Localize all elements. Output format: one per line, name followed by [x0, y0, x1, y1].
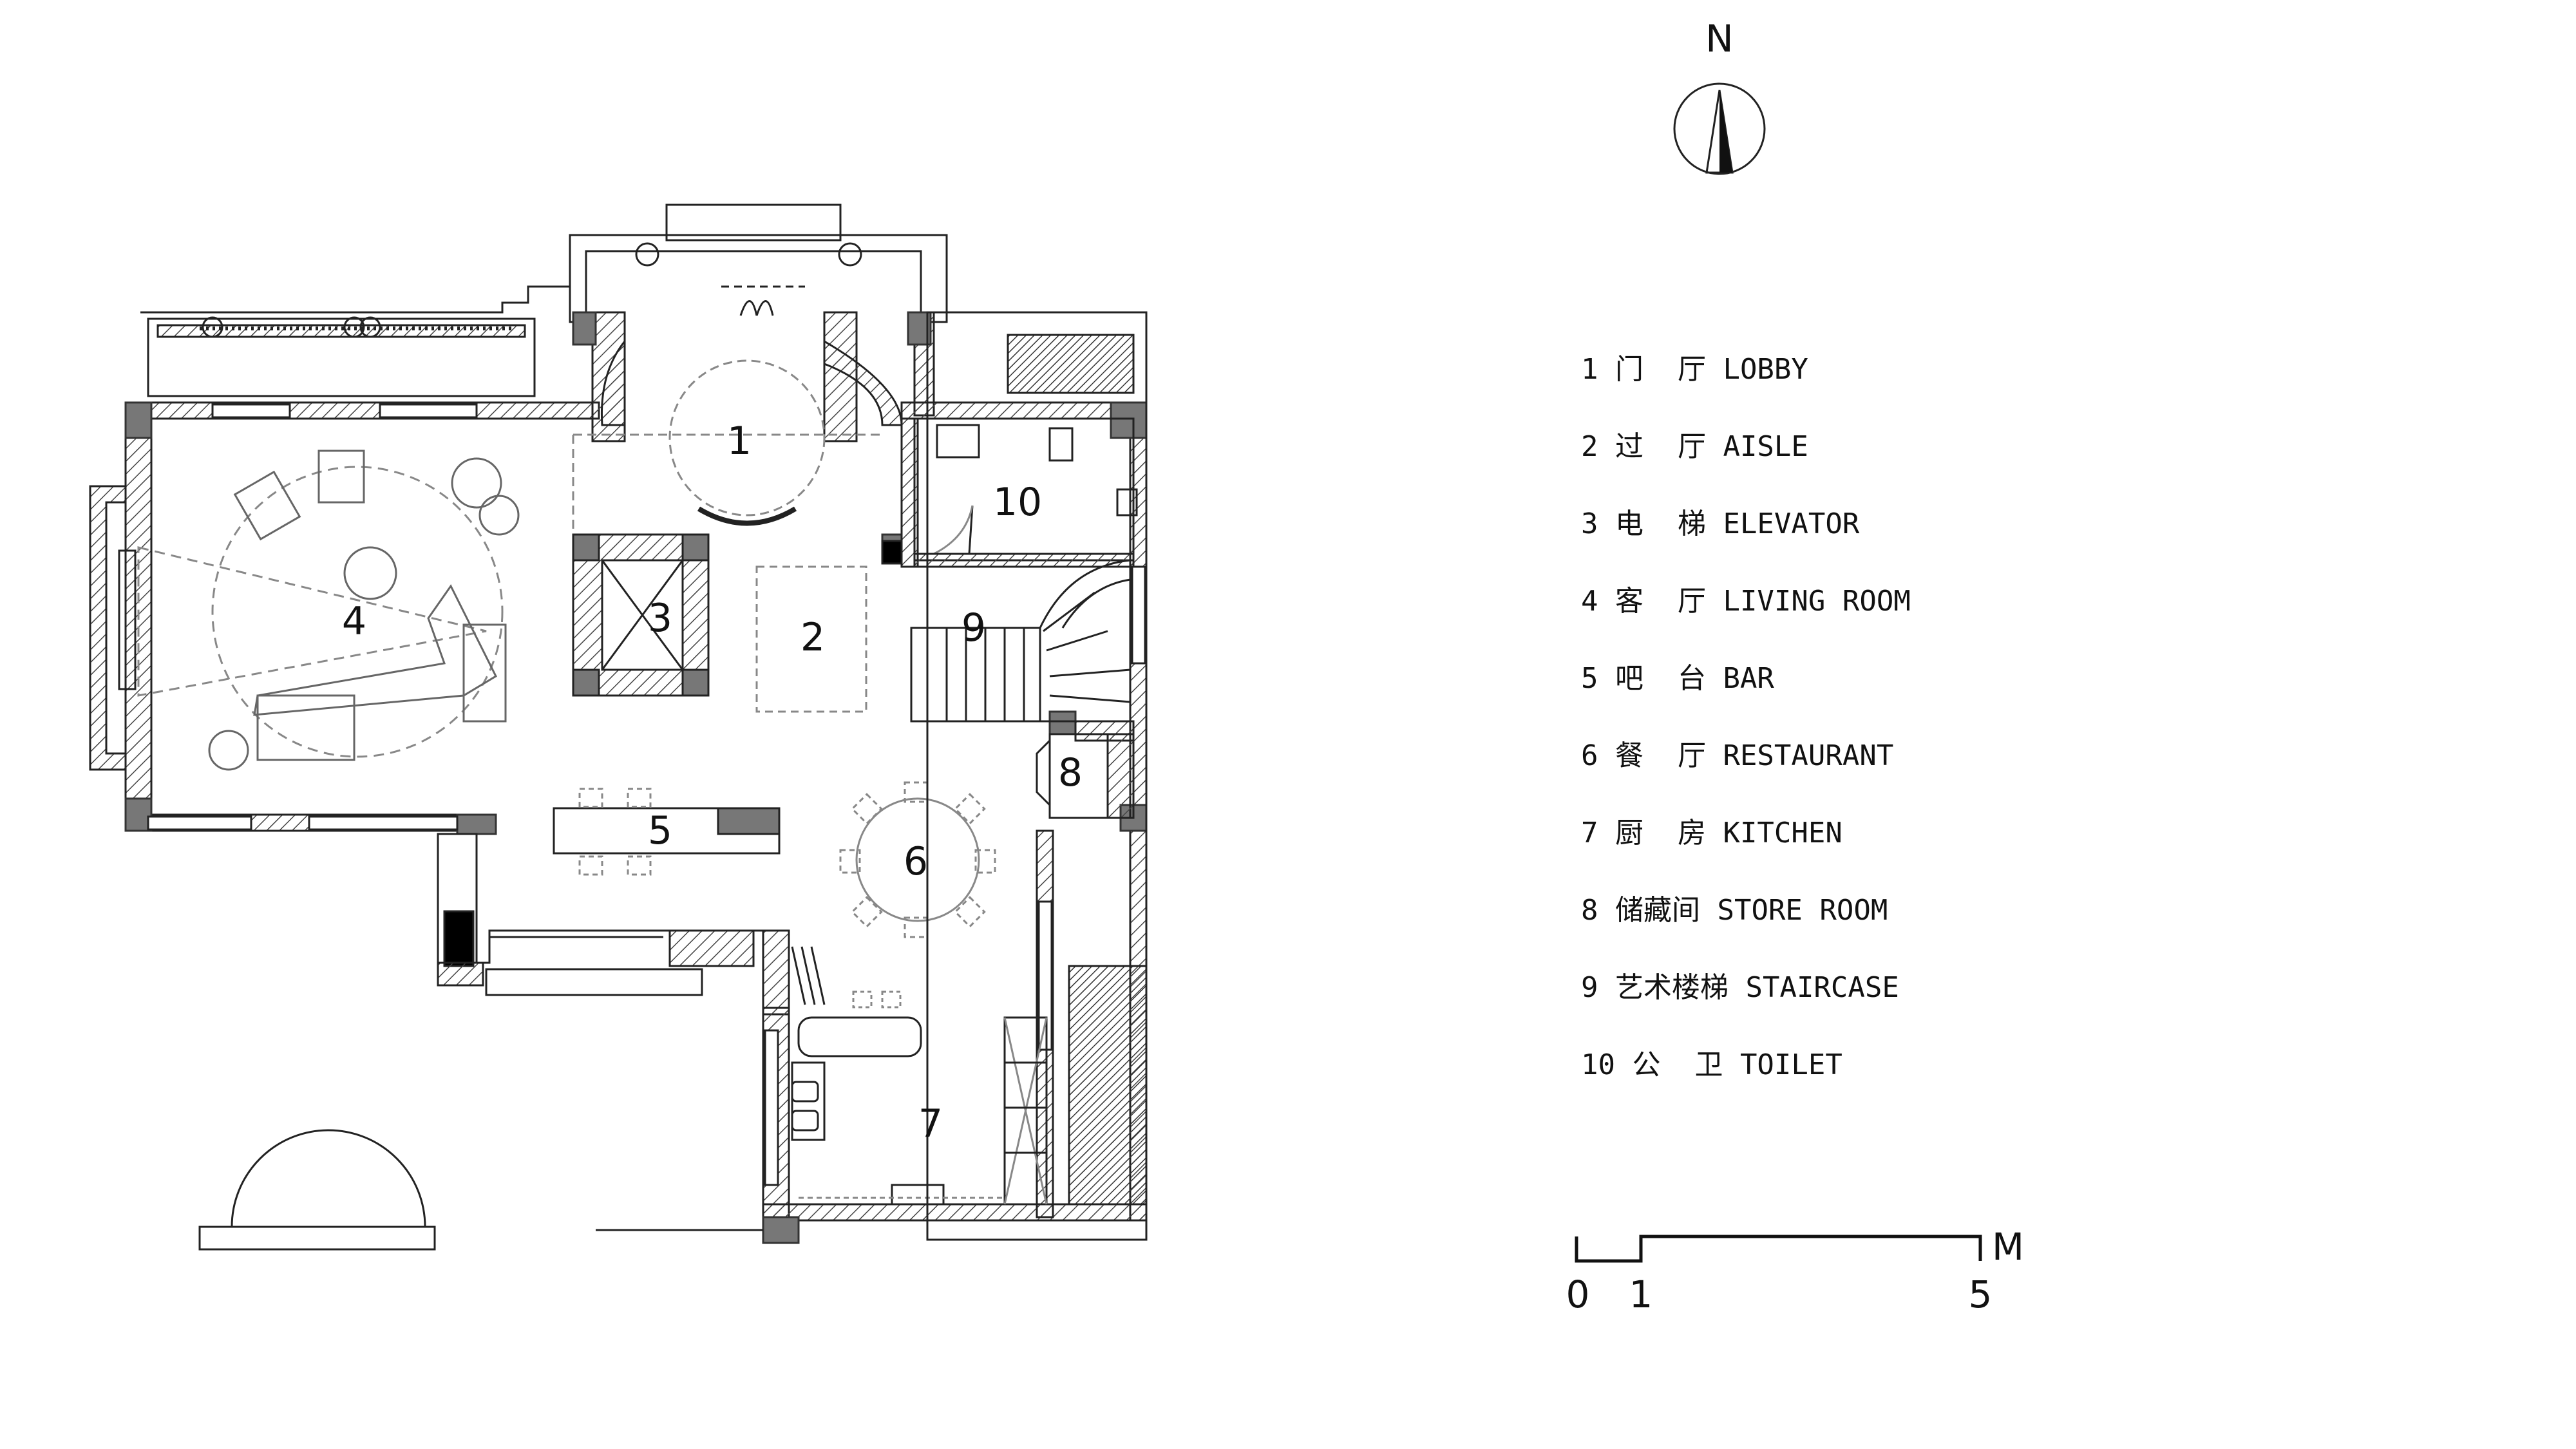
kitchen-fittings	[791, 946, 1048, 1206]
toilet-room	[881, 417, 1138, 568]
room-label-kitchen: 7	[918, 1101, 943, 1146]
staircase	[910, 559, 1135, 742]
store-room	[1036, 733, 1135, 819]
legend-item-lobby: 1 门 厅 LOBBY	[1581, 353, 1808, 386]
legend-item-living-room: 4 客 厅 LIVING ROOM	[1581, 585, 1911, 618]
lobby-area	[572, 338, 903, 541]
room-label-living-room: 4	[342, 599, 366, 644]
living-room-furniture	[137, 450, 520, 771]
scale-tick-1: 1	[1629, 1273, 1653, 1316]
room-label-elevator: 3	[648, 596, 672, 641]
room-legend: 1 门 厅 LOBBY 2 过 厅 AISLE 3 电 梯 ELEVATOR 4…	[1581, 353, 1911, 1081]
room-labels: 1 2 3 4 5 6 7 8 9 10	[342, 419, 1083, 1146]
room-label-restaurant: 6	[904, 839, 928, 884]
dining-table	[839, 781, 996, 938]
legend-item-toilet: 10 公 卫 TOILET	[1581, 1048, 1842, 1081]
north-terrace	[140, 285, 570, 397]
legend-item-elevator: 3 电 梯 ELEVATOR	[1581, 507, 1860, 540]
bar-counter	[553, 788, 781, 876]
legend-item-aisle: 2 过 厅 AISLE	[1581, 430, 1808, 463]
entry-canopy	[569, 204, 948, 323]
legend-item-bar: 5 吧 台 BAR	[1581, 662, 1774, 695]
room-label-aisle: 2	[800, 615, 825, 660]
legend-item-staircase: 9 艺术楼梯 STAIRCASE	[1581, 971, 1899, 1004]
kitchen-counter-south	[1068, 965, 1148, 1206]
north-arrow-circle	[1673, 82, 1766, 175]
room-label-lobby: 1	[727, 419, 752, 464]
room-label-bar: 5	[648, 808, 672, 853]
northeast-slab	[1007, 334, 1135, 394]
exterior-walls	[89, 311, 1148, 1222]
garden-semicircle	[198, 1129, 436, 1251]
room-label-staircase: 9	[961, 605, 986, 650]
plan-drawing	[89, 204, 1148, 1251]
legend-item-kitchen: 7 厨 房 KITCHEN	[1581, 817, 1842, 849]
columns	[124, 311, 1148, 1244]
west-bay-window	[118, 549, 137, 690]
scale-tick-0: 0	[1566, 1273, 1590, 1316]
southwest-bay	[437, 833, 763, 996]
scale-bar-line	[1575, 1235, 1982, 1263]
north-label: N	[1705, 17, 1733, 61]
aisle-rug	[755, 565, 867, 713]
north-arrow: N	[1673, 17, 1766, 175]
elevator-shaft	[572, 533, 710, 697]
scale-tick-5: 5	[1969, 1273, 1993, 1316]
site-boundary-east	[926, 311, 1148, 1241]
legend-item-store-room: 8 储藏间 STORE ROOM	[1581, 894, 1888, 927]
scale-bar: M 0 1 5	[1566, 1225, 2024, 1316]
room-label-toilet: 10	[993, 480, 1042, 525]
room-label-store-room: 8	[1058, 750, 1083, 795]
scale-unit: M	[1992, 1225, 2024, 1269]
windows	[147, 403, 1146, 1186]
north-arrow-needle-fill	[1719, 90, 1732, 173]
legend-item-restaurant: 6 餐 厅 RESTAURANT	[1581, 739, 1893, 772]
